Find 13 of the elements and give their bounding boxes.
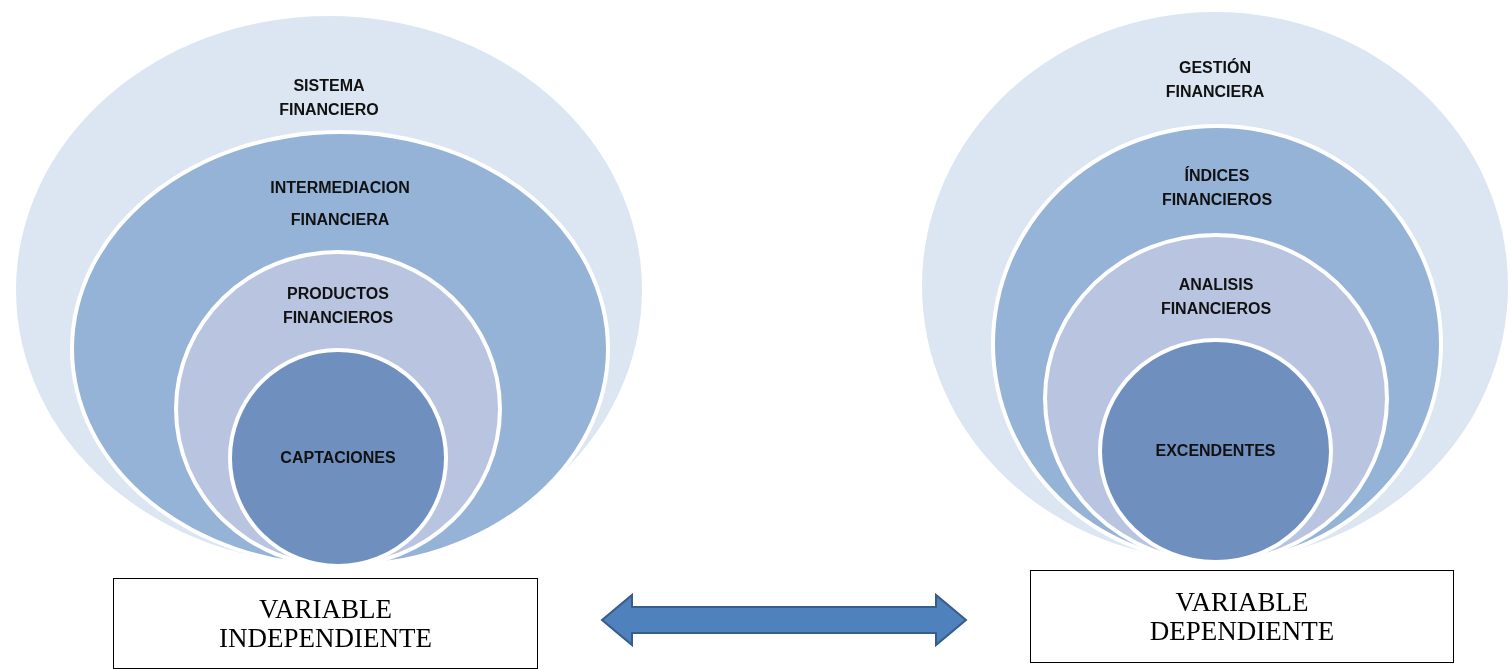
layer-label: CAPTACIONES xyxy=(279,448,397,468)
variable-label: VARIABLE DEPENDIENTE xyxy=(1148,588,1336,645)
variable-box xyxy=(113,578,538,669)
double-arrow xyxy=(600,592,968,648)
layer-label: GESTIÓN FINANCIERA xyxy=(1164,57,1266,102)
variable-label: VARIABLE INDEPENDIENTE xyxy=(218,595,433,652)
layer-label: ANALISIS FINANCIEROS xyxy=(1159,275,1273,319)
variable-box xyxy=(1030,570,1454,663)
layer-label: SISTEMA FINANCIERO xyxy=(278,76,380,120)
layer-label: PRODUCTOS FINANCIEROS xyxy=(281,284,395,328)
layer-label: INTERMEDIACION FINANCIERA xyxy=(269,178,411,230)
layer-label: EXCENDENTES xyxy=(1154,441,1277,461)
layer-label: ÍNDICES FINANCIEROS xyxy=(1160,165,1274,210)
